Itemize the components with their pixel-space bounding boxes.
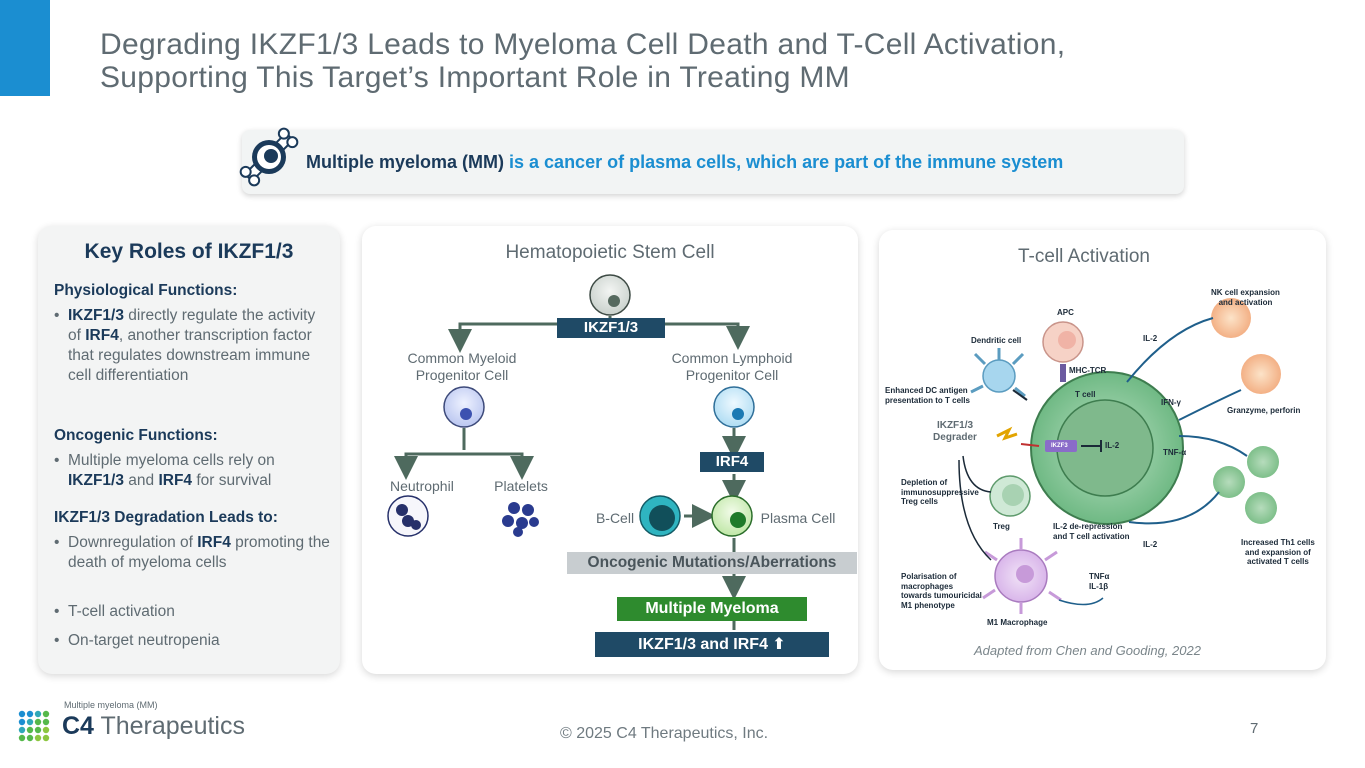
ikzf-tag: IKZF1/3 bbox=[557, 318, 665, 338]
degrader-label: IKZF1/3 Degrader bbox=[933, 420, 977, 443]
il2-derepression-label: IL-2 de-repression and T cell activation bbox=[1053, 522, 1130, 541]
tcell-label: T cell bbox=[1075, 390, 1096, 399]
platelets-label: Platelets bbox=[494, 478, 548, 494]
treg-label: Treg bbox=[993, 522, 1010, 531]
granzyme-label: Granzyme, perforin bbox=[1227, 406, 1301, 415]
tcell-title: T-cell Activation bbox=[1018, 246, 1150, 267]
mm-banner: Multiple myeloma (MM) is a cancer of pla… bbox=[239, 127, 1184, 194]
footer-note: Multiple myeloma (MM) bbox=[64, 700, 158, 710]
bcell-label: B-Cell bbox=[595, 510, 635, 526]
page-title: Degrading IKZF1/3 Leads to Myeloma Cell … bbox=[100, 28, 1300, 94]
ikzf3-label: IKZF3 bbox=[1051, 443, 1068, 449]
key-roles-card: Key Roles of IKZF1/3 Physiological Funct… bbox=[38, 226, 340, 674]
plasma-cell-label: Plasma Cell bbox=[760, 510, 836, 526]
irf4-tag: IRF4 bbox=[700, 452, 764, 472]
onco-bullet: Multiple myeloma cells rely on IKZF1/3 a… bbox=[54, 451, 332, 491]
apc-label: APC bbox=[1057, 308, 1074, 317]
accent-bar bbox=[0, 0, 50, 96]
multiple-myeloma-tag: Multiple Myeloma bbox=[617, 597, 807, 621]
hematopoiesis-diagram bbox=[387, 274, 755, 630]
il2-top-label: IL-2 bbox=[1143, 334, 1158, 343]
lymphoid-label: Common Lymphoid Progenitor Cell bbox=[671, 350, 793, 383]
title-line-2: Supporting This Target’s Important Role … bbox=[100, 61, 850, 94]
degradation-heading: IKZF1/3 Degradation Leads to: bbox=[54, 509, 278, 526]
key-roles-heading: Key Roles of IKZF1/3 bbox=[84, 240, 294, 263]
physio-bullet: IKZF1/3 directly regulate the activity o… bbox=[54, 306, 332, 386]
enhanced-dc-label: Enhanced DC antigen presentation to T ce… bbox=[885, 386, 970, 405]
degradation-bullet-2: T-cell activation bbox=[54, 602, 332, 622]
copyright: © 2025 C4 Therapeutics, Inc. bbox=[560, 725, 769, 742]
il2-bottom-label: IL-2 bbox=[1143, 540, 1158, 549]
tnf-alpha-label: TNF-α bbox=[1163, 448, 1187, 457]
depletion-label: Depletion of immunosuppressive Treg cell… bbox=[901, 478, 979, 506]
ifn-gamma-label: IFN-γ bbox=[1161, 398, 1181, 407]
degradation-bullet-1: Downregulation of IRF4 promoting the dea… bbox=[54, 533, 332, 573]
bone-cell-icon bbox=[239, 127, 299, 187]
nk-expansion-label: NK cell expansion and activation bbox=[1211, 288, 1280, 307]
ikzf-irf4-up-tag: IKZF1/3 and IRF4 ⬆ bbox=[595, 632, 829, 657]
hsc-title: Hematopoietic Stem Cell bbox=[505, 242, 715, 263]
dendritic-label: Dendritic cell bbox=[971, 336, 1022, 345]
banner-text: Multiple myeloma (MM) is a cancer of pla… bbox=[306, 152, 1064, 172]
m1-macrophage-label: M1 Macrophage bbox=[987, 618, 1048, 627]
title-line-1: Degrading IKZF1/3 Leads to Myeloma Cell … bbox=[100, 28, 1066, 61]
oncogenic-mutations-tag: Oncogenic Mutations/Aberrations bbox=[567, 552, 857, 574]
hematopoiesis-card: Hematopoietic Stem Cell bbox=[362, 226, 858, 674]
c4-logo-dots-icon bbox=[18, 710, 50, 742]
tcell-diagram bbox=[958, 298, 1281, 614]
degradation-bullet-3: On-target neutropenia bbox=[54, 631, 332, 651]
c4-logo-text: C4 Therapeutics bbox=[62, 712, 245, 740]
mhc-tcr-label: MHC-TCR bbox=[1069, 366, 1107, 375]
th1-label: Increased Th1 cells and expansion of act… bbox=[1241, 538, 1315, 566]
physio-heading: Physiological Functions: bbox=[54, 282, 238, 299]
page-number: 7 bbox=[1250, 720, 1259, 737]
myeloid-label: Common Myeloid Progenitor Cell bbox=[407, 350, 517, 383]
tcell-activation-card: T-cell Activation bbox=[879, 230, 1326, 670]
polarisation-label: Polarisation of macrophages towards tumo… bbox=[901, 572, 982, 610]
citation: Adapted from Chen and Gooding, 2022 bbox=[974, 643, 1201, 658]
onco-heading: Oncogenic Functions: bbox=[54, 427, 218, 444]
il2-inner-label: IL-2 bbox=[1105, 441, 1120, 450]
up-arrow-icon: ⬆ bbox=[772, 636, 786, 653]
neutrophil-label: Neutrophil bbox=[390, 478, 454, 494]
tnfa-il1b-label: TNFα IL-1β bbox=[1089, 572, 1110, 591]
